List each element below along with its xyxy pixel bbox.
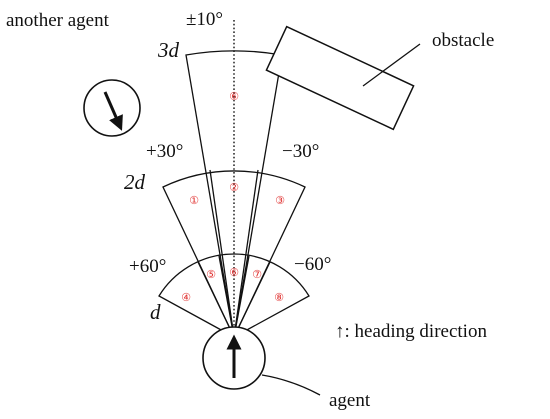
sector-number-3: ③ <box>275 194 285 207</box>
heading-direction-legend: ↑: heading direction <box>335 321 487 342</box>
sector-number-8: ⑧ <box>274 291 284 304</box>
obstacle-rectangle <box>265 25 415 131</box>
distance-label-d: d <box>150 300 161 324</box>
inner-sector-outline <box>158 253 310 338</box>
angle-label-minus30: −30° <box>282 141 319 162</box>
arrow-down-right-icon <box>103 91 123 131</box>
middle-divider-left <box>209 169 235 338</box>
sector-number-1: ① <box>189 194 199 207</box>
heading-direction-text: : heading direction <box>345 321 488 342</box>
heading-arrow-symbol: ↑ <box>335 321 345 342</box>
agent-leader-line <box>261 374 321 396</box>
agent-label: agent <box>329 390 371 411</box>
sector-number-5: ⑤ <box>206 268 216 281</box>
obstacle-label: obstacle <box>432 30 494 51</box>
angle-label-minus60: −60° <box>294 254 331 275</box>
sector-numbers: ① ② ③ ④ ⑤ ⑥ ⑦ ⑧ ⑥ <box>181 90 285 304</box>
angle-label-plus30: +30° <box>146 141 183 162</box>
obstacle-leader-line <box>362 43 421 87</box>
sector-number-6-inner: ⑥ <box>229 266 239 279</box>
sector-number-6-outer: ⑥ <box>229 90 239 103</box>
middle-divider-right <box>233 169 259 338</box>
sector-number-2: ② <box>229 181 239 194</box>
distance-label-3d: 3d <box>157 38 180 62</box>
distance-label-2d: 2d <box>124 170 146 194</box>
sector-number-4: ④ <box>181 291 191 304</box>
sector-number-7: ⑦ <box>252 268 262 281</box>
middle-sector-outline <box>162 170 306 339</box>
angle-label-10: ±10° <box>186 9 223 30</box>
another-agent-label: another agent <box>6 10 110 31</box>
angle-label-plus60: +60° <box>129 256 166 277</box>
